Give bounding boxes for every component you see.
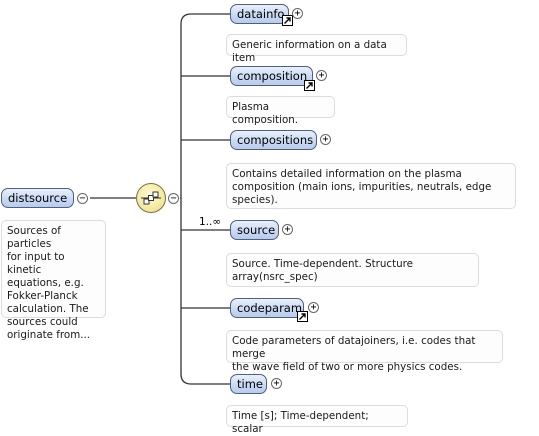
doc-line: calculation. The — [7, 303, 89, 315]
element-compositions[interactable]: compositions — [230, 130, 317, 150]
documentation-time: Time [s]; Time-dependent; scalar — [226, 405, 408, 435]
element-label: source — [237, 223, 276, 237]
element-label: composition — [237, 69, 308, 83]
doc-line: array(nsrc_spec) — [232, 271, 318, 283]
expand-toggle-compositions[interactable]: + — [320, 134, 331, 145]
reference-arrow-icon — [304, 80, 315, 91]
doc-line: Time [s]; Time-dependent; scalar — [232, 410, 369, 435]
reference-arrow-icon — [297, 311, 308, 322]
doc-line: for input to kinetic — [7, 251, 65, 276]
element-source[interactable]: source — [230, 220, 279, 240]
element-codeparam[interactable]: codeparam — [230, 298, 304, 318]
documentation-datainfo: Generic information on a data item — [226, 34, 407, 64]
expand-toggle-composition[interactable]: + — [316, 70, 327, 81]
doc-line: sources could — [7, 316, 78, 328]
sequence-compositor-icon — [141, 191, 161, 205]
expand-toggle-codeparam[interactable]: + — [308, 302, 319, 313]
collapse-toggle-distsource[interactable]: − — [77, 193, 88, 204]
doc-line: Plasma composition. — [232, 101, 299, 126]
element-label: compositions — [237, 133, 314, 147]
element-composition[interactable]: composition — [230, 66, 313, 86]
documentation-source: Source. Time-dependent. Structure array(… — [226, 253, 479, 287]
expand-toggle-source[interactable]: + — [282, 224, 293, 235]
element-label: codeparam — [237, 301, 303, 315]
doc-line: Contains detailed information on the pla… — [232, 168, 462, 180]
documentation-compositions: Contains detailed information on the pla… — [226, 163, 516, 209]
element-label: distsource — [8, 191, 68, 205]
doc-line: the wave field of two or more physics co… — [232, 361, 463, 373]
element-datainfo[interactable]: datainfo — [230, 4, 289, 24]
sequence-compositor[interactable] — [136, 183, 166, 213]
documentation-distsource: Sources of particles for input to kineti… — [1, 220, 106, 341]
element-time[interactable]: time — [230, 374, 267, 394]
doc-line: Source. Time-dependent. Structure — [232, 258, 413, 270]
doc-line: Generic information on a data item — [232, 39, 387, 64]
doc-line: composition (main ions, impurities, neut… — [232, 181, 492, 193]
collapse-toggle-sequence[interactable]: − — [168, 193, 179, 204]
multiplicity-label: 1..∞ — [199, 216, 222, 228]
doc-line: Code parameters of datajoiners, i.e. cod… — [232, 335, 476, 360]
documentation-codeparam: Code parameters of datajoiners, i.e. cod… — [226, 330, 503, 373]
documentation-composition: Plasma composition. — [226, 96, 335, 126]
doc-line: originate from... — [7, 329, 91, 341]
element-label: time — [237, 377, 263, 391]
expand-toggle-time[interactable]: + — [271, 378, 282, 389]
expand-toggle-datainfo[interactable]: + — [292, 8, 303, 19]
doc-line: Fokker-Planck — [7, 290, 78, 302]
doc-line: species). — [232, 194, 278, 206]
element-distsource[interactable]: distsource — [1, 188, 74, 208]
reference-arrow-icon — [282, 15, 293, 26]
doc-line: Sources of particles — [7, 225, 61, 250]
element-label: datainfo — [237, 7, 285, 21]
doc-line: equations, e.g. — [7, 277, 84, 289]
